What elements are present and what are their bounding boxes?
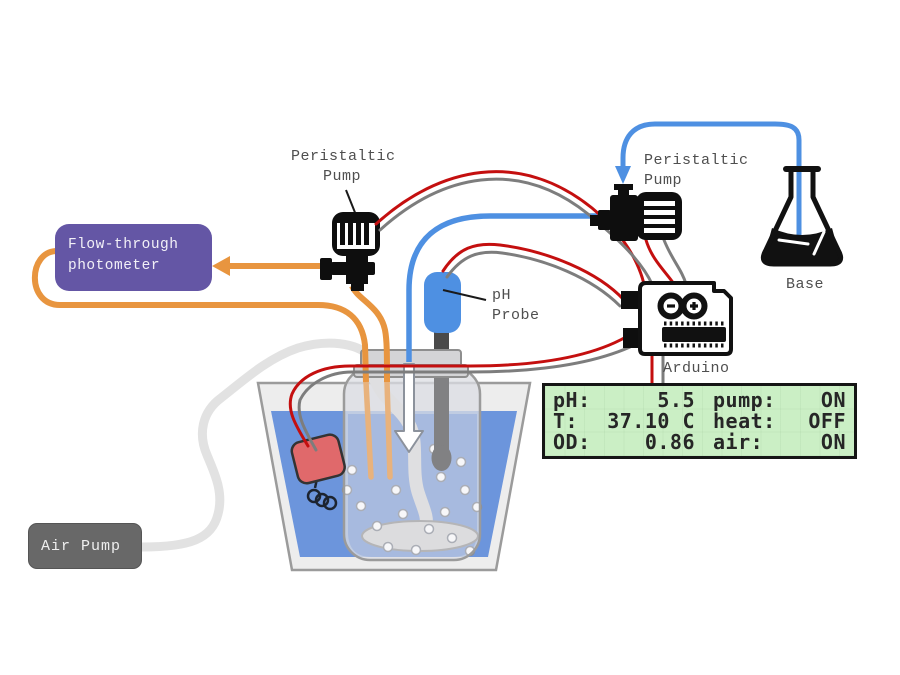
orange-tube-inside-1 xyxy=(363,379,374,480)
lcd-temp-value: 37.10 C xyxy=(607,409,695,433)
pump1-pointer-line xyxy=(345,189,357,216)
flow-through-photometer: Flow-through photometer xyxy=(55,224,212,291)
pump-2-label: Peristaltic Pump xyxy=(644,152,749,190)
air-tube xyxy=(137,338,379,552)
lcd-ph-label: pH: xyxy=(553,388,591,412)
pump-1-label: Peristaltic Pump xyxy=(291,148,396,186)
orange-arrowhead xyxy=(212,256,230,276)
wire-gray-heater xyxy=(297,345,632,452)
base-flask-icon xyxy=(615,121,844,267)
wire-red-pump2 xyxy=(644,238,676,286)
lcd-display: pH: 5.5 pump: ON T: 37.10 C heat: OFF OD… xyxy=(542,383,857,459)
lcd-temp-label: T: xyxy=(553,409,579,433)
air-pump: Air Pump xyxy=(28,523,142,569)
peristaltic-pump-2-icon xyxy=(590,184,682,241)
air-tube-inside xyxy=(368,371,433,533)
wire-gray-pump1 xyxy=(378,177,654,286)
base-label: Base xyxy=(785,276,824,293)
blue-tube-base xyxy=(620,121,802,250)
lcd-heat-label: heat: xyxy=(713,409,776,433)
wire-gray-pump2 xyxy=(662,238,688,286)
flow-arrow-down xyxy=(394,363,424,453)
arduino-chip xyxy=(662,327,726,342)
lcd-air-status: ON xyxy=(820,430,846,454)
lcd-air-label: air: xyxy=(713,430,764,454)
lcd-row: T: 37.10 C heat: OFF xyxy=(553,411,846,432)
lcd-row: OD: 0.86 air: ON xyxy=(553,432,846,453)
lcd-row: pH: 5.5 pump: ON xyxy=(553,390,846,411)
arduino-label: Arduino xyxy=(663,360,730,377)
lcd-od-label: OD: xyxy=(553,430,591,454)
lcd-ph-value: 5.5 xyxy=(657,388,695,412)
wires xyxy=(288,170,688,452)
lcd-pump-label: pump: xyxy=(713,388,776,412)
air-pump-label: Air Pump xyxy=(41,537,122,555)
orange-tube-return xyxy=(32,248,369,383)
lcd-pump-status: ON xyxy=(820,388,846,412)
wire-red-heater xyxy=(288,335,628,448)
arduino-connector-1 xyxy=(621,291,643,309)
heater xyxy=(290,433,346,511)
wire-red-ph xyxy=(441,242,626,302)
orange-tube-feed xyxy=(349,284,390,383)
wire-red-pump1 xyxy=(374,170,646,286)
peristaltic-pump-1-icon xyxy=(320,189,380,291)
ph-probe-label: pH Probe xyxy=(492,287,540,325)
lcd-od-value: 0.86 xyxy=(644,430,695,454)
photometer-label: Flow-through photometer xyxy=(68,237,179,275)
arduino-icon xyxy=(621,281,733,356)
wire-gray-ph xyxy=(445,250,622,308)
lcd-heat-status: OFF xyxy=(808,409,846,433)
blue-tube-feed xyxy=(406,213,607,362)
ph-probe-head xyxy=(424,272,461,333)
blue-arrowhead xyxy=(615,166,631,184)
orange-tube-inside-2 xyxy=(384,379,393,480)
ph-probe-pointer-line xyxy=(442,289,487,301)
ph-probe-bulb xyxy=(431,445,452,471)
